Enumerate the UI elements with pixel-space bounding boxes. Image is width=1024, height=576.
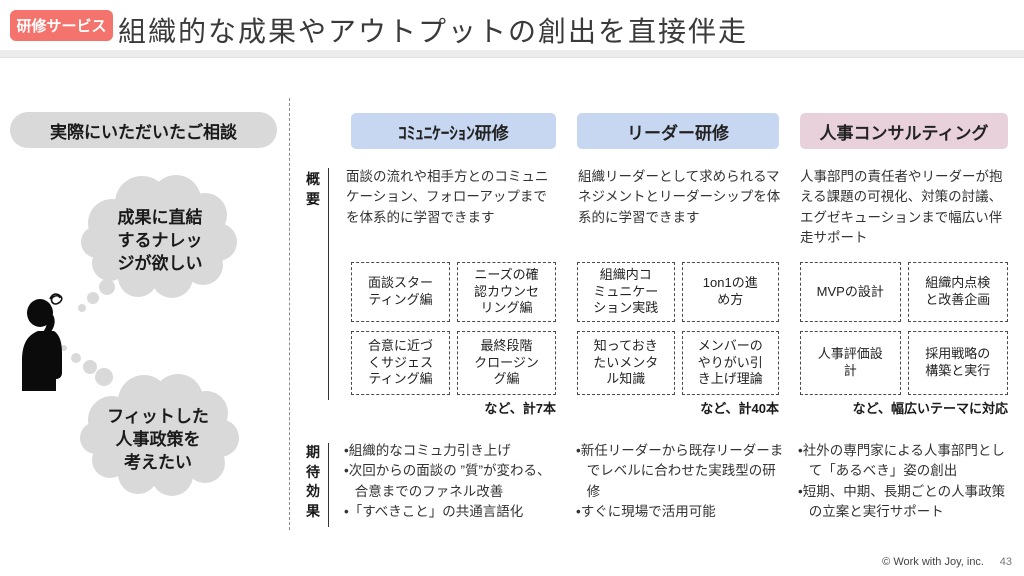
effect-item: •次回からの面談の ”質”が変わる、合意までのファネル改善 <box>344 463 551 499</box>
effects-leader: •新任リーダーから既存リーダーまでレベルに合わせた実践型の研修 •すぐに現場で活… <box>576 441 784 522</box>
overview-leader: 組織リーダーとして求められるマネジメントとリーダーシップを体系的に学習できます <box>578 169 781 225</box>
overview-hr-consulting: 人事部門の責任者やリーダーが抱える課題の可視化、対策の討議、エグゼキューションま… <box>800 169 1003 245</box>
page-number: 43 <box>999 556 1012 568</box>
effect-item: •社外の専門家による人事部門として「あるべき」姿の創出 <box>798 443 1005 479</box>
column-header-communication-training: ｺﾐｭﾆｹｰｼｮﾝ研修 <box>351 113 556 149</box>
course-boxes-leader: 組織内コ ミュニケー ション実践 1on1の進 め方 知っておき たいメンタ ル… <box>577 262 779 395</box>
category-badge: 研修サービス <box>10 10 113 41</box>
row-label-expected-effects: 期待効果 <box>306 444 320 519</box>
row-label-overview: 概要 <box>306 171 320 207</box>
course-box: 最終段階 クロージン グ編 <box>457 331 556 395</box>
course-box: メンバーの やりがい引 き上げ理論 <box>681 331 779 395</box>
caption-hr-themes: など、幅広いテーマに対応 <box>852 401 1008 416</box>
course-box: 採用戦略の 構築と実行 <box>907 331 1008 395</box>
course-box: ニーズの確 認カウンセ リング編 <box>457 262 556 322</box>
course-box: 知っておき たいメンタ ル知識 <box>577 331 675 395</box>
course-box: 面談スター ティング編 <box>351 262 450 322</box>
left-panel-title: 実際にいただいたご相談 <box>10 112 277 148</box>
course-boxes-hr-consulting: MVPの設計 組織内点検 と改善企画 人事評価設 計 採用戦略の 構築と実行 <box>800 262 1008 395</box>
thought-cloud-2 <box>61 345 239 496</box>
effect-item: •短期、中期、長期ごとの人事政策の立案と実行サポート <box>798 483 1006 519</box>
thinking-doodle <box>49 293 63 305</box>
effect-item: •すぐに現場で活用可能 <box>576 503 716 519</box>
course-box: 人事評価設 計 <box>800 331 901 395</box>
course-box: 組織内コ ミュニケー ション実践 <box>577 262 675 322</box>
overview-communication: 面談の流れや相手方とのコミュニケーション、フォローアップまでを体系的に学習できま… <box>346 169 549 225</box>
caption-communication-count: など、計7本 <box>484 401 556 416</box>
title-divider <box>0 50 1024 58</box>
course-box: 1on1の進 め方 <box>681 262 779 322</box>
vertical-dashed-separator <box>289 98 290 530</box>
slide-title: 組織的な成果やアウトプットの創出を直接伴走 <box>118 16 749 47</box>
effects-row-line <box>328 443 329 527</box>
effect-item: •新任リーダーから既存リーダーまでレベルに合わせた実践型の研修 <box>576 443 784 499</box>
thought-bubble-2-text: フィットした 人事政策を 考えたい <box>107 407 209 472</box>
effect-item: •組織的なコミュ力引き上げ <box>344 443 511 458</box>
course-box: 組織内点検 と改善企画 <box>907 262 1008 322</box>
caption-leader-count: など、計40本 <box>700 401 779 416</box>
course-box: MVPの設計 <box>800 262 901 322</box>
copyright-text: © Work with Joy, inc. <box>882 556 984 568</box>
column-header-leader-training: リーダー研修 <box>577 113 779 149</box>
course-boxes-communication: 面談スター ティング編 ニーズの確 認カウンセ リング編 合意に近づ くサジェス… <box>351 262 556 395</box>
course-box: 合意に近づ くサジェス ティング編 <box>351 331 450 395</box>
effects-communication: •組織的なコミュ力引き上げ •次回からの面談の ”質”が変わる、合意までのファネ… <box>344 441 556 522</box>
thinking-person-icon <box>22 293 63 391</box>
thought-cloud-1 <box>78 175 237 312</box>
effect-item: •「すべきこと」の共通言語化 <box>344 503 524 519</box>
effects-hr-consulting: •社外の専門家による人事部門として「あるべき」姿の創出 •短期、中期、長期ごとの… <box>798 441 1014 522</box>
overview-row-line <box>328 168 329 400</box>
thought-cloud-graphics <box>22 175 239 496</box>
column-header-hr-consulting: 人事コンサルティング <box>800 113 1008 149</box>
thought-bubble-1-text: 成果に直結 するナレッ ジが欲しい <box>117 208 203 273</box>
